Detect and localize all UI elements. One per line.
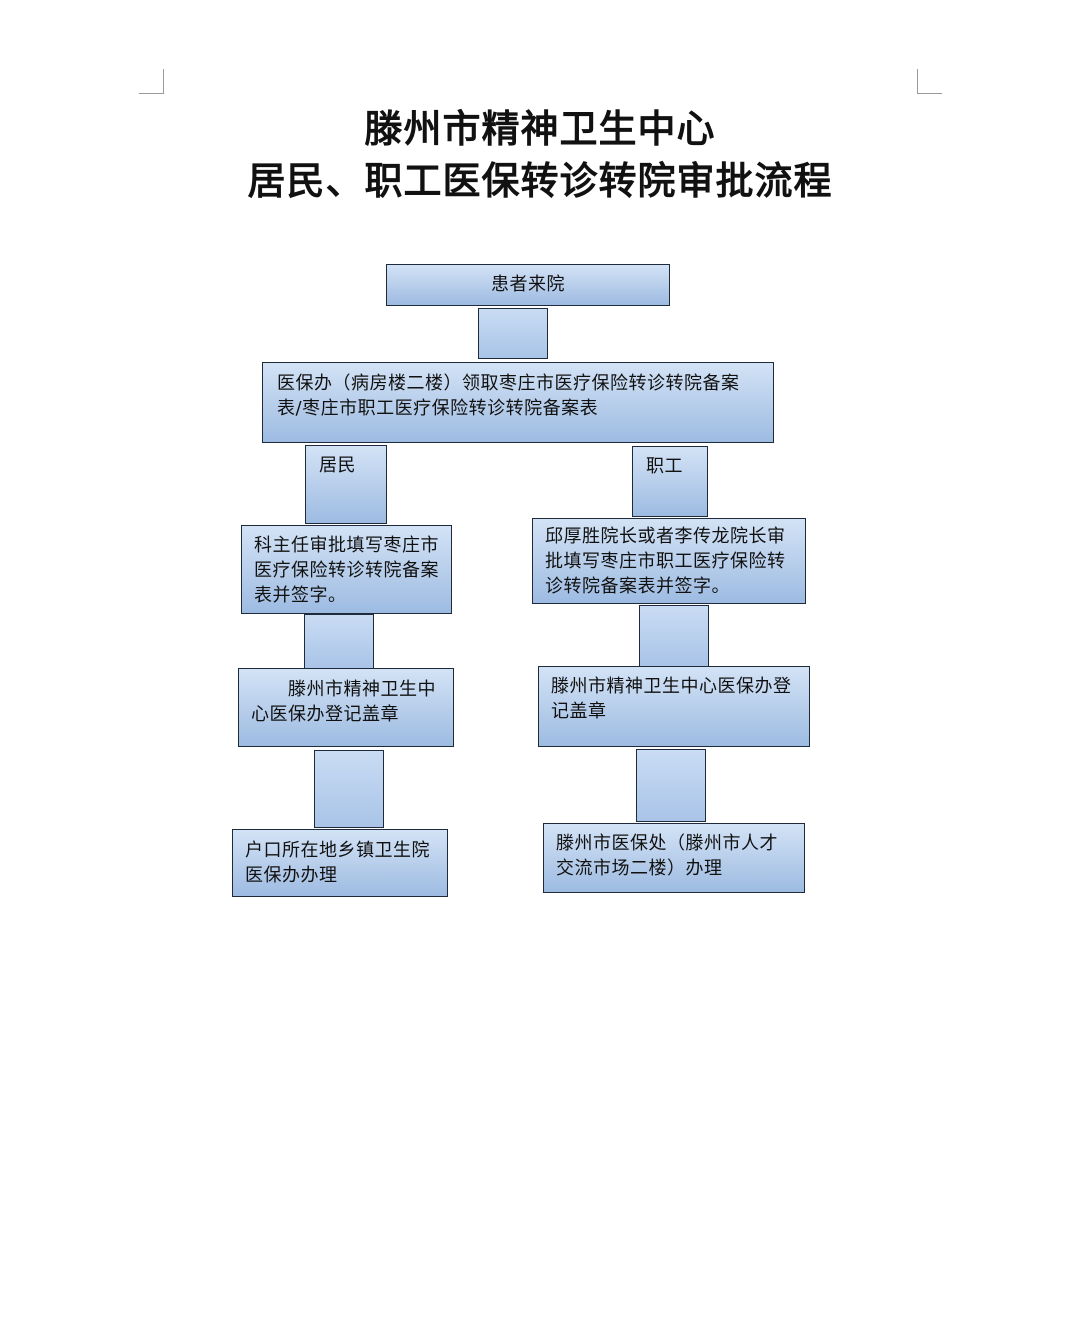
title-line-1: 滕州市精神卫生中心	[364, 107, 716, 151]
resident-approve-box: 科主任审批填写枣庄市医疗保险转诊转院备案表并签字。	[241, 525, 452, 614]
employee-approve-box: 邱厚胜院长或者李传龙院长审批填写枣庄市职工医疗保险转诊转院备案表并签字。	[532, 518, 806, 604]
page-corner-mark-left	[139, 69, 164, 94]
employee-handle-box: 滕州市医保处（滕州市人才交流市场二楼）办理	[543, 823, 805, 893]
step1-box-text: 医保办（病房楼二楼）领取枣庄市医疗保险转诊转院备案表/枣庄市职工医疗保险转诊转院…	[277, 373, 740, 419]
resident-handle-text: 户口所在地乡镇卫生院医保办办理	[245, 840, 430, 886]
connector-resident-register-to-handle	[314, 750, 384, 828]
title-line-2: 居民、职工医保转诊转院审批流程	[247, 159, 833, 203]
start-box: 患者来院	[386, 264, 670, 306]
page-corner-mark-right	[917, 69, 942, 94]
employee-approve-text: 邱厚胜院长或者李传龙院长审批填写枣庄市职工医疗保险转诊转院备案表并签字。	[545, 526, 786, 597]
branch-employee-label-box: 职工	[632, 446, 708, 517]
resident-handle-box: 户口所在地乡镇卫生院医保办办理	[232, 829, 448, 897]
employee-register-text: 滕州市精神卫生中心医保办登记盖章	[551, 676, 792, 722]
resident-approve-text: 科主任审批填写枣庄市医疗保险转诊转院备案表并签字。	[254, 535, 439, 606]
branch-resident-label-box: 居民	[305, 445, 387, 524]
resident-register-text: 滕州市精神卫生中心医保办登记盖章	[251, 679, 436, 725]
branch-resident-label: 居民	[319, 455, 356, 476]
employee-register-box: 滕州市精神卫生中心医保办登记盖章	[538, 666, 810, 747]
connector-resident-approve-to-register	[304, 614, 374, 669]
connector-employee-approve-to-register	[639, 605, 709, 667]
resident-register-box: 滕州市精神卫生中心医保办登记盖章	[238, 668, 454, 747]
step1-box: 医保办（病房楼二楼）领取枣庄市医疗保险转诊转院备案表/枣庄市职工医疗保险转诊转院…	[262, 362, 774, 443]
connector-employee-register-to-handle	[636, 749, 706, 822]
employee-handle-text: 滕州市医保处（滕州市人才交流市场二楼）办理	[556, 833, 778, 879]
branch-employee-label: 职工	[646, 456, 683, 477]
connector-start-to-step1	[478, 308, 548, 359]
start-box-text: 患者来院	[491, 274, 565, 295]
